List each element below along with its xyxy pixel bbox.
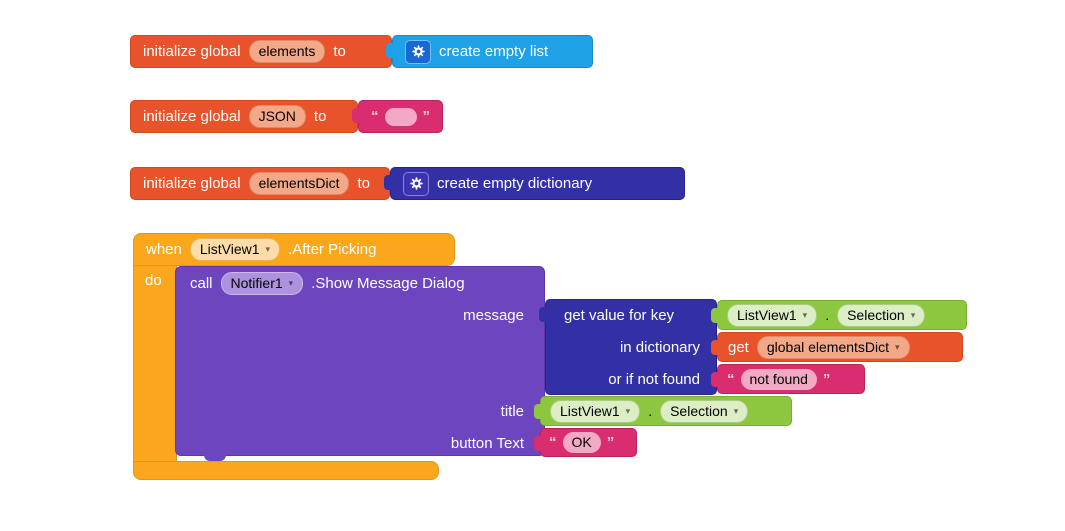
initialize-global-label: initialize global — [143, 43, 241, 60]
chevron-down-icon: ▾ — [802, 309, 808, 320]
string-text-field[interactable]: OK — [562, 432, 601, 453]
plug-connector — [386, 43, 395, 58]
property-text: Selection — [670, 402, 728, 419]
initialize-global-label: initialize global — [143, 108, 241, 125]
close-quote: ” — [422, 108, 431, 125]
open-quote: “ — [371, 108, 379, 125]
block-listview-selection-key[interactable]: ListView1 ▾ . Selection ▾ — [711, 300, 967, 330]
to-label: to — [357, 175, 370, 192]
do-label: do — [145, 272, 162, 289]
variable-name-text: elements — [258, 43, 316, 59]
gear-icon — [411, 45, 425, 58]
block-create-empty-list[interactable]: create empty list — [386, 35, 593, 68]
close-quote: ” — [606, 434, 615, 451]
param-button-text-label: button Text — [450, 435, 524, 452]
chevron-down-icon: ▾ — [910, 309, 916, 320]
dot-separator: . — [825, 307, 830, 323]
block-string-ok[interactable]: “ OK ” — [534, 428, 637, 457]
plug-connector — [534, 436, 543, 451]
variable-name-text: elementsDict — [258, 175, 340, 191]
block-empty-string[interactable]: “ ” — [352, 100, 443, 133]
param-message-label: message — [463, 307, 524, 324]
block-get-global-elements-dict[interactable]: get global elementsDict ▾ — [711, 332, 963, 362]
param-title-label: title — [500, 403, 524, 420]
open-quote: “ — [549, 434, 557, 451]
event-component-dropdown[interactable]: ListView1 ▾ — [189, 238, 281, 261]
block-string-not-found[interactable]: “ not found ” — [711, 364, 865, 394]
block-call-show-message-dialog[interactable]: call Notifier1 ▾ .Show Message Dialog me… — [175, 266, 545, 461]
chevron-down-icon: ▾ — [733, 405, 739, 416]
chevron-down-icon: ▾ — [895, 341, 900, 352]
initialize-global-label: initialize global — [143, 175, 241, 192]
block-create-empty-dictionary[interactable]: create empty dictionary — [384, 167, 685, 200]
event-block-left-column[interactable] — [133, 266, 177, 463]
string-text-field[interactable]: not found — [740, 368, 817, 390]
property-dropdown[interactable]: Selection ▾ — [837, 303, 926, 327]
mutator-button[interactable] — [405, 39, 431, 64]
block-get-value-for-key[interactable]: get value for key in dictionary or if no… — [539, 299, 717, 395]
variable-text: global elementsDict — [766, 338, 890, 355]
plug-connector — [711, 308, 720, 323]
component-dropdown[interactable]: ListView1 ▾ — [727, 303, 818, 327]
in-dictionary-label: in dictionary — [619, 339, 700, 356]
chevron-down-icon: ▾ — [625, 405, 631, 416]
component-dropdown[interactable]: ListView1 ▾ — [550, 399, 641, 423]
chevron-down-icon: ▾ — [265, 244, 271, 254]
string-text: not found — [749, 370, 808, 387]
close-quote: ” — [822, 370, 831, 388]
event-name-label: .After Picking — [288, 241, 377, 258]
gear-icon — [409, 177, 423, 190]
property-dropdown[interactable]: Selection ▾ — [660, 399, 749, 423]
plug-connector — [711, 340, 720, 355]
variable-name-field[interactable]: JSON — [248, 105, 306, 128]
component-text: ListView1 — [560, 402, 620, 419]
chevron-down-icon: ▾ — [288, 278, 294, 288]
block-initialize-global-elements-dict[interactable]: initialize global elementsDict to — [130, 167, 390, 200]
plug-connector — [352, 108, 361, 123]
create-empty-list-label: create empty list — [439, 43, 549, 60]
when-label: when — [146, 241, 182, 258]
block-listview-selection-title[interactable]: ListView1 ▾ . Selection ▾ — [534, 396, 792, 426]
plug-connector — [384, 175, 393, 190]
variable-name-text: JSON — [258, 108, 296, 124]
create-empty-dictionary-label: create empty dictionary — [437, 175, 593, 192]
get-label: get — [728, 338, 749, 356]
plug-connector — [534, 404, 543, 419]
variable-dropdown[interactable]: global elementsDict ▾ — [756, 335, 910, 359]
plug-connector — [539, 307, 548, 322]
mutator-button[interactable] — [403, 171, 429, 196]
variable-name-field[interactable]: elements — [248, 40, 326, 63]
call-label: call — [190, 275, 213, 292]
open-quote: “ — [727, 370, 735, 388]
to-label: to — [333, 43, 346, 60]
method-name-label: .Show Message Dialog — [311, 275, 465, 292]
call-component-text: Notifier1 — [230, 275, 283, 291]
block-when-listview-afterpicking[interactable]: when ListView1 ▾ .After Picking — [133, 233, 455, 266]
event-block-bottom-bar[interactable] — [133, 461, 439, 480]
string-text-field[interactable] — [384, 107, 417, 126]
block-initialize-global-json[interactable]: initialize global JSON to — [130, 100, 358, 133]
string-text: OK — [571, 434, 592, 450]
component-text: ListView1 — [737, 306, 797, 323]
call-component-dropdown[interactable]: Notifier1 ▾ — [220, 272, 304, 295]
event-component-text: ListView1 — [199, 241, 260, 257]
get-value-for-key-label: get value for key — [564, 307, 675, 324]
or-if-not-found-label: or if not found — [608, 371, 700, 388]
plug-connector — [711, 372, 720, 387]
property-text: Selection — [847, 306, 905, 323]
block-initialize-global-elements[interactable]: initialize global elements to — [130, 35, 392, 68]
dot-separator: . — [648, 403, 653, 419]
to-label: to — [313, 108, 327, 125]
variable-name-field[interactable]: elementsDict — [248, 172, 350, 195]
